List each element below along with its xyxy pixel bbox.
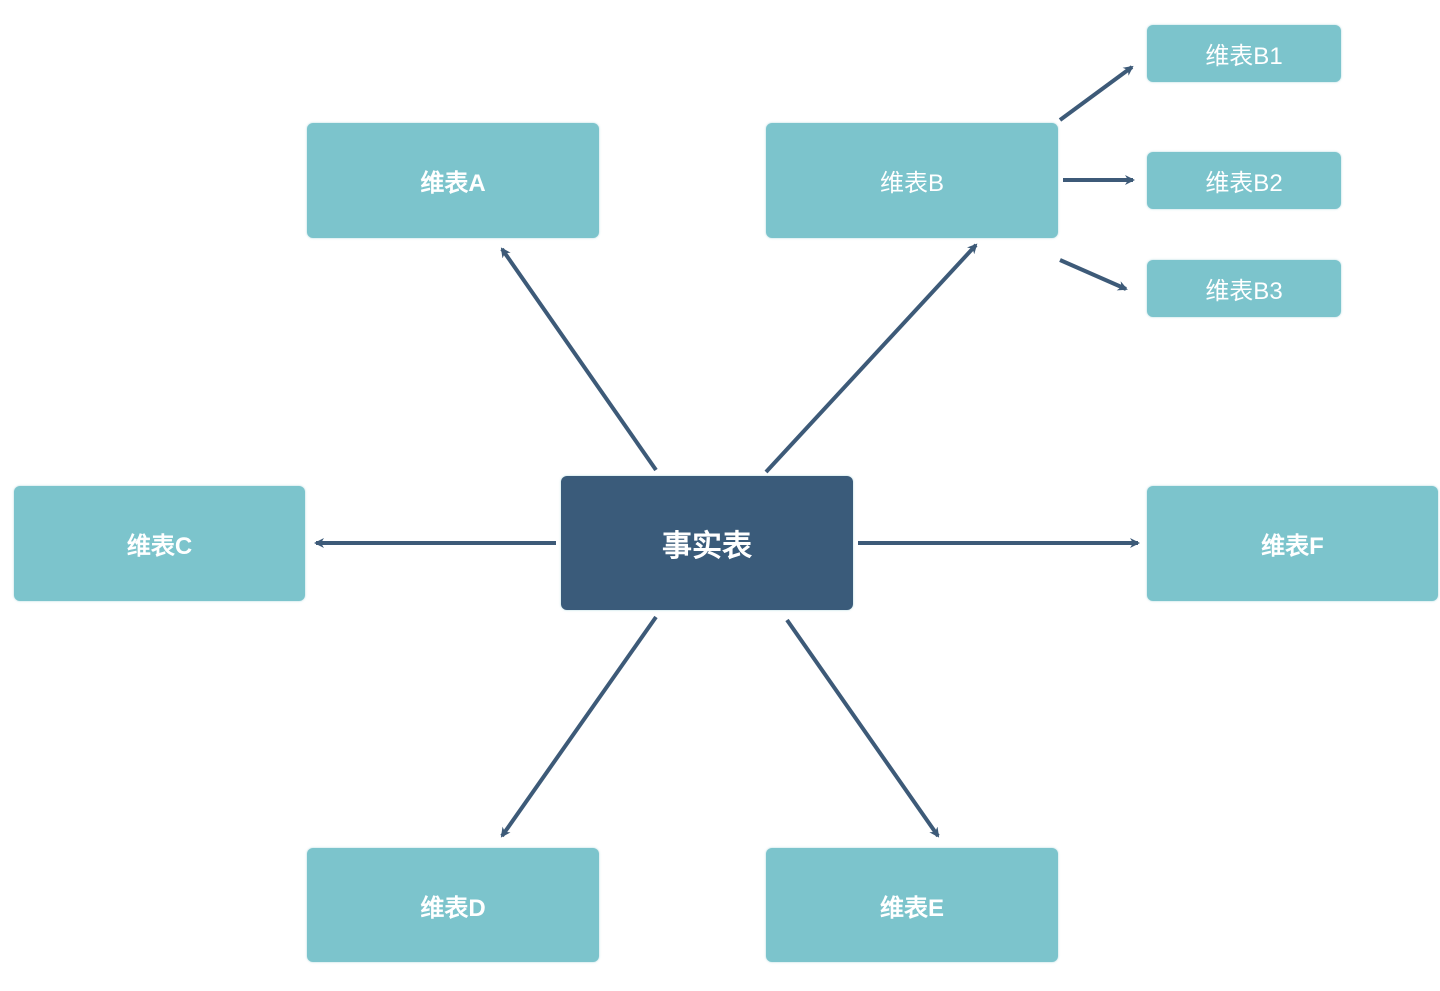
node-label: 维表B1 <box>1205 43 1283 70</box>
arrow-fact-to-e <box>785 618 940 838</box>
dimension-table-f[interactable]: 维表F <box>1147 486 1438 601</box>
node-label: 维表A <box>420 170 486 197</box>
dimension-table-d[interactable]: 维表D <box>307 848 599 962</box>
node-label: 维表D <box>420 894 486 922</box>
dimension-table-c[interactable]: 维表C <box>14 486 305 601</box>
dimension-table-b3[interactable]: 维表B3 <box>1147 260 1341 317</box>
node-label: 维表E <box>879 894 944 922</box>
node-label: 维表F <box>1261 533 1324 560</box>
dimension-table-b[interactable]: 维表B <box>766 123 1058 238</box>
dimension-table-a[interactable]: 维表A <box>307 123 599 238</box>
arrow-fact-to-a <box>500 247 658 472</box>
node-label: 维表C <box>126 533 193 560</box>
dimension-table-e[interactable]: 维表E <box>766 848 1058 962</box>
node-label: 维表B <box>879 170 944 197</box>
arrow-fact-to-b <box>764 243 978 474</box>
node-label: 事实表 <box>662 530 752 563</box>
node-label: 维表B2 <box>1205 170 1283 197</box>
dimension-table-b1[interactable]: 维表B1 <box>1147 25 1341 82</box>
arrow-fact-to-d <box>500 615 658 838</box>
node-label: 维表B3 <box>1205 278 1283 305</box>
fact-table[interactable]: 事实表 <box>561 476 853 610</box>
dimension-table-b2[interactable]: 维表B2 <box>1147 152 1341 209</box>
arrow-b-to-b3 <box>1059 258 1128 291</box>
arrow-b-to-b1 <box>1058 65 1134 122</box>
